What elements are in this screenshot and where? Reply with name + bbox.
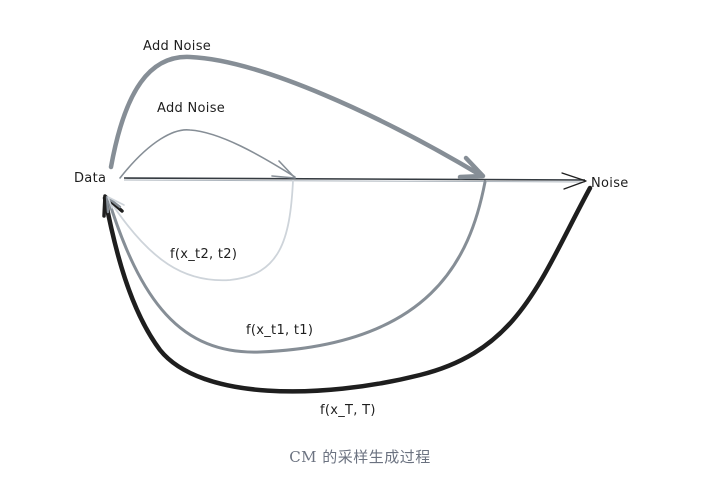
f-T-arrow	[102, 185, 593, 394]
node-data-label: Data	[74, 171, 106, 186]
inner-arrowhead-icon	[271, 160, 296, 179]
data-to-noise-axis	[123, 172, 587, 190]
f-T-label: f(x_T, T)	[320, 403, 376, 418]
f-t2-label: f(x_t2, t2)	[170, 247, 237, 262]
add-noise-outer-label: Add Noise	[143, 39, 211, 54]
axis-arrowhead-icon	[561, 172, 587, 190]
f-t1-arrow	[106, 180, 487, 354]
outer-arrowhead-icon	[457, 155, 486, 180]
add-noise-inner-label: Add Noise	[157, 101, 225, 116]
f-t1-label: f(x_t1, t1)	[246, 323, 313, 338]
data-arrowheads-icon	[102, 194, 125, 218]
add-noise-outer-arrow	[108, 54, 486, 180]
figure-caption: CM 的采样生成过程	[289, 448, 431, 466]
node-noise-label: Noise	[591, 176, 629, 191]
add-noise-inner-arrow	[119, 129, 296, 179]
f-t2-arrow	[107, 180, 294, 282]
